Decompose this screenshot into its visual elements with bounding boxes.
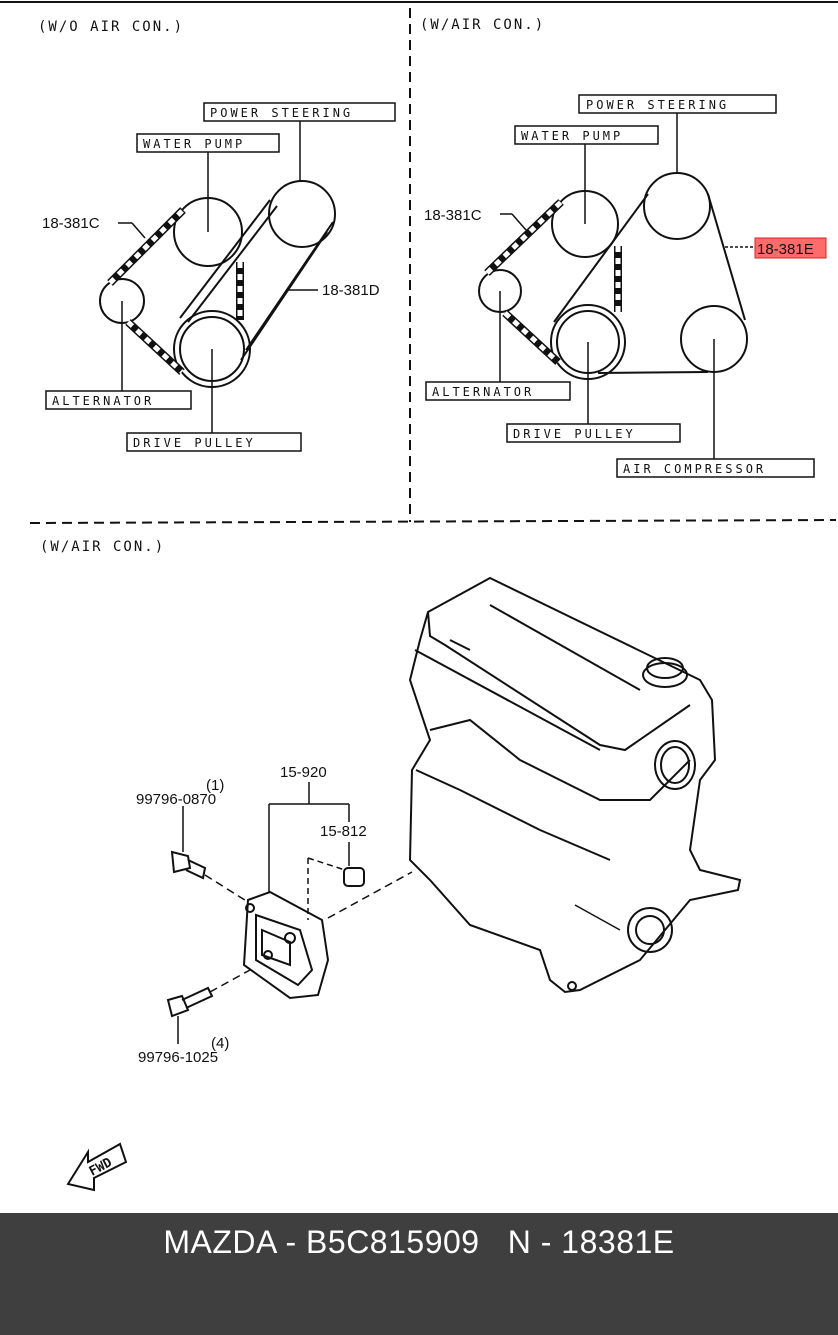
label-bolt-top-part: 99796-0870 xyxy=(136,791,216,808)
belt-18-381c-right xyxy=(484,199,622,365)
bracket-to-engine-line xyxy=(327,871,413,919)
label-bracket-part: 15-920 xyxy=(280,764,327,781)
engine-mount-bracket xyxy=(242,890,330,1000)
label-air-compressor: AIR COMPRESSOR xyxy=(623,462,766,476)
belt-routing-diagram: (W/O AIR CON.) POWER STEERING WATER PU xyxy=(0,1,838,1192)
label-nut-part: 15-812 xyxy=(320,823,367,840)
bolt-99796-1025 xyxy=(166,969,251,1018)
label-bolt-top-qty: (1) xyxy=(206,777,224,794)
belt-18-381d xyxy=(179,199,334,361)
panel-with-air-con: (W/AIR CON.) POWER STEERING WATER PUMP 1 xyxy=(420,17,827,478)
label-bolt-bottom-part: 99796-1025 xyxy=(138,1049,218,1066)
label-belt-e: 18-381E xyxy=(757,241,814,258)
panel-bottom-title: (W/AIR CON.) xyxy=(40,539,165,555)
label-belt-c-left: 18-381C xyxy=(42,215,100,232)
label-drive-pulley-right: DRIVE PULLEY xyxy=(513,427,636,441)
label-bolt-bottom-qty: (4) xyxy=(211,1035,229,1052)
label-water-pump-right: WATER PUMP xyxy=(521,129,623,143)
belt-18-381e xyxy=(553,193,746,374)
belt-18-381c-left xyxy=(107,207,244,375)
panel-without-air-con: (W/O AIR CON.) POWER STEERING WATER PU xyxy=(38,19,396,452)
label-drive-pulley-left: DRIVE PULLEY xyxy=(133,436,256,450)
fwd-arrow-icon: FWD xyxy=(66,1142,128,1192)
power-steering-pulley xyxy=(268,180,336,248)
label-alternator-left: ALTERNATOR xyxy=(52,394,154,408)
label-water-pump-left: WATER PUMP xyxy=(143,137,245,151)
footer-bar xyxy=(0,1213,838,1335)
label-belt-d: 18-381D xyxy=(322,282,380,299)
nut-15-812 xyxy=(307,857,365,920)
engine-block xyxy=(408,576,742,994)
panel-engine-bracket: (W/AIR CON.) xyxy=(40,539,742,1192)
label-power-steering-left: POWER STEERING xyxy=(210,106,353,120)
footer-caption: MAZDA - B5C815909 N - 18381E xyxy=(163,1224,675,1260)
bolt-99796-0870 xyxy=(170,850,249,903)
label-belt-c-right: 18-381C xyxy=(424,207,482,224)
label-alternator-right: ALTERNATOR xyxy=(432,385,534,399)
label-power-steering-right: POWER STEERING xyxy=(586,98,729,112)
power-steering-pulley xyxy=(643,172,711,240)
horizontal-divider xyxy=(29,519,837,524)
panel-left-title: (W/O AIR CON.) xyxy=(38,19,184,35)
panel-right-title: (W/AIR CON.) xyxy=(420,17,545,33)
highlight-18-381e xyxy=(754,237,827,259)
